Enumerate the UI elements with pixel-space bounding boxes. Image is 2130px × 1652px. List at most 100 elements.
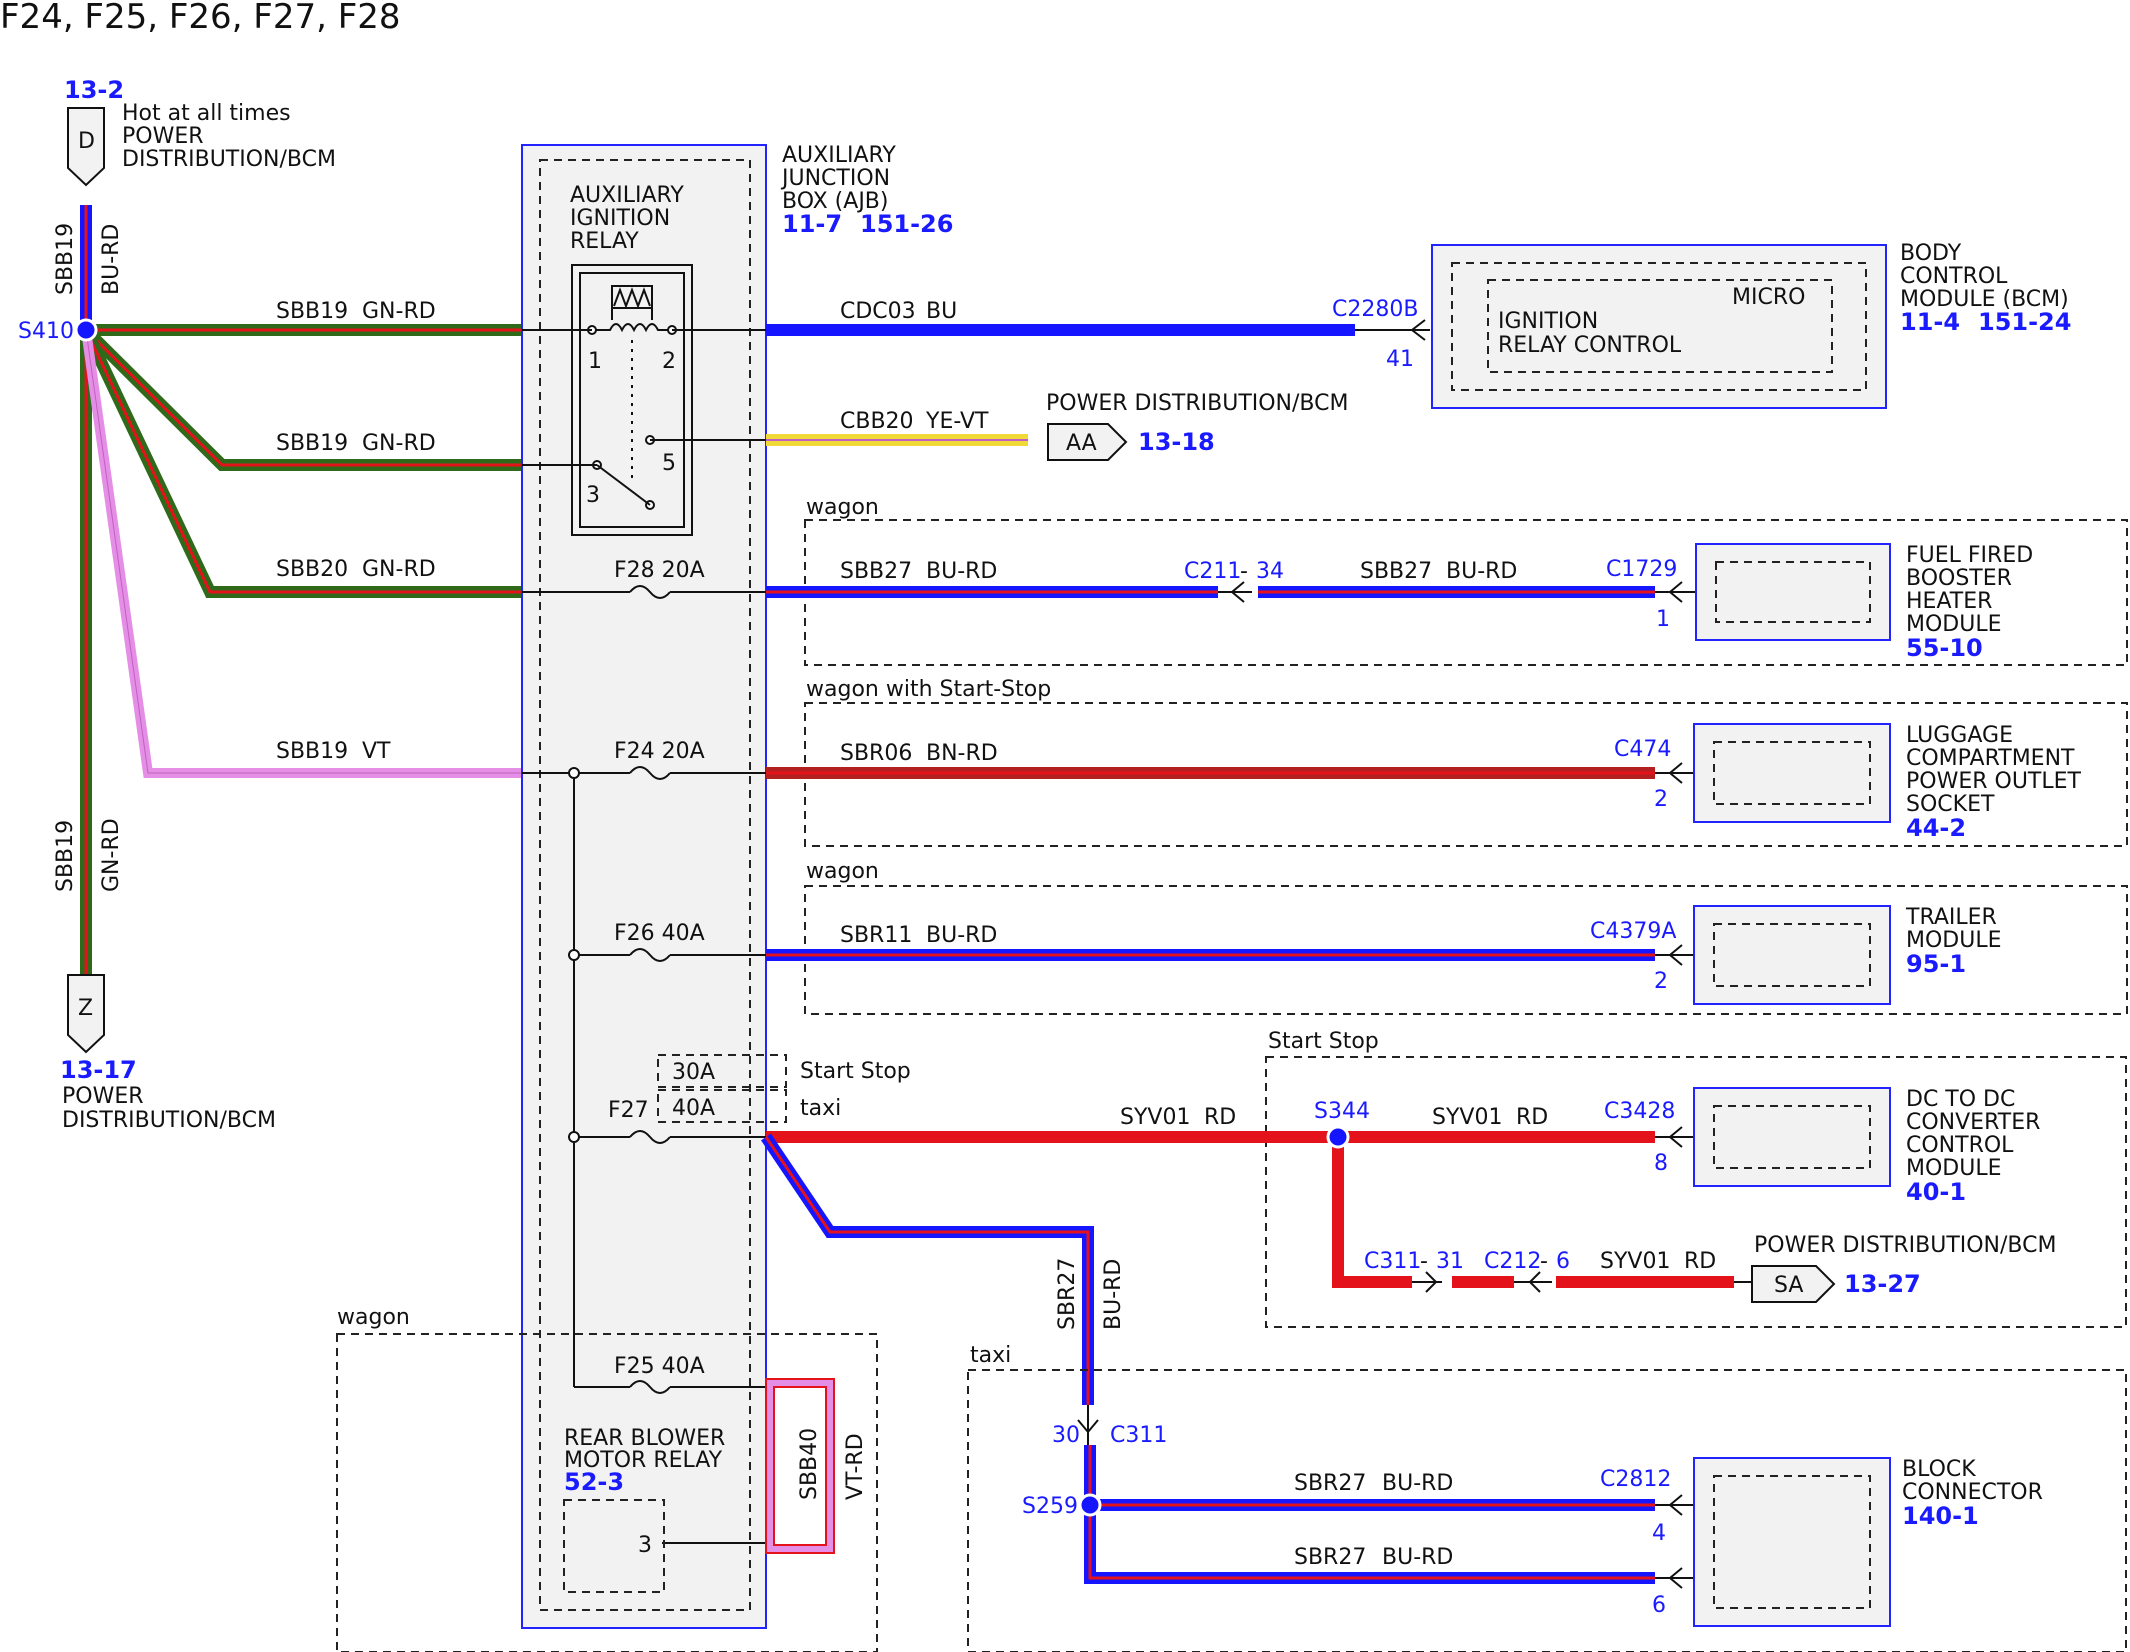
top-connector-shape [67, 107, 105, 187]
taxi-down-wire-circuit: SBR27 [1055, 1258, 1080, 1330]
fuse-f27-b-rating: 40A [672, 1096, 715, 1121]
bcm-box [1431, 244, 1887, 409]
relay-pin-5: 5 [662, 451, 676, 476]
dcdc-wire1-color: RD [1204, 1105, 1236, 1130]
relay-pin-3: 3 [586, 483, 600, 508]
trailer-ref: 95-1 [1906, 950, 1966, 978]
trailer-module-box [1693, 905, 1891, 1005]
c2812-arrow-1 [1668, 1494, 1683, 1516]
taxi-wire2-color: BU-RD [1382, 1545, 1453, 1570]
top-connector-ref: 13-2 [64, 76, 124, 104]
aa-pin: AA [1066, 431, 1097, 456]
left-wire-4-color: VT [362, 739, 391, 764]
fuse-f26-label: F26 40A [614, 921, 705, 946]
bcm-label-3: MODULE (BCM) [1900, 287, 2069, 312]
trailer-group: wagon [806, 859, 879, 884]
wire-bottom-color: GN-RD [99, 818, 124, 892]
wire-bottom-circuit: SBB19 [53, 820, 78, 892]
luggage-wire-color: BN-RD [926, 741, 998, 766]
fuse-f28-label: F28 20A [614, 558, 705, 583]
fuel-fired-label-1: FUEL FIRED [1906, 543, 2033, 568]
ajb-ref-2: 151-26 [860, 210, 953, 238]
luggage-group: wagon with Start-Stop [806, 677, 1051, 702]
trailer-wire-circuit: SBR11 [840, 923, 912, 948]
relay-inner [579, 272, 685, 528]
wire-sbb40-vt-rd [765, 1378, 835, 1554]
fuse-f27-a-rating: 30A [672, 1060, 715, 1085]
rear-blower-group: wagon [337, 1305, 410, 1330]
bcm-ref-2: 151-24 [1978, 308, 2071, 336]
group-taxi [967, 1369, 2127, 1652]
c474-connector: C474 [1614, 737, 1671, 762]
c474-pin: 2 [1654, 787, 1668, 812]
dcdc-wire2-circuit: SYV01 [1432, 1105, 1502, 1130]
bcm-outer-dash [1451, 262, 1867, 391]
c212-connector: C212 [1484, 1249, 1541, 1274]
relay-label-1: AUXILIARY [570, 183, 684, 208]
bcm-label-1: BODY [1900, 241, 1962, 266]
bcm-connector: C2280B [1332, 297, 1418, 322]
fuel-fired-wire2-color: BU-RD [1446, 559, 1517, 584]
taxi-wire2-circuit: SBR27 [1294, 1545, 1366, 1570]
c4379a-pin: 2 [1654, 969, 1668, 994]
block-connector-label-1: BLOCK [1902, 1457, 1976, 1482]
taxi-wire1-circuit: SBR27 [1294, 1471, 1366, 1496]
bcm-inner-1: IGNITION [1498, 309, 1598, 334]
dcdc-label-1: DC TO DC [1906, 1087, 2015, 1112]
bcm-inner-dash [1487, 279, 1833, 373]
rear-blower-label-1: REAR BLOWER [564, 1426, 725, 1451]
luggage-label-4: SOCKET [1906, 792, 1995, 817]
fuel-fired-wire2-circuit: SBB27 [1360, 559, 1432, 584]
fuse-f27-a-note: Start Stop [800, 1059, 911, 1084]
c311-taxi-arrow [1077, 1419, 1099, 1434]
splice-s259-label: S259 [1022, 1494, 1078, 1519]
wire-syv01-rd-branch [1332, 1137, 1412, 1288]
dcdc-label-3: CONTROL [1906, 1133, 2014, 1158]
left-branch-wires [80, 324, 522, 778]
bottom-connector-shape [67, 974, 105, 1054]
rear-blower-wire-circuit: SBB40 [797, 1428, 822, 1500]
c211-connector: C211 [1184, 559, 1241, 584]
dcdc-wire1-circuit: SYV01 [1120, 1105, 1190, 1130]
c474-arrow [1668, 762, 1683, 784]
splice-s410-label: S410 [18, 319, 74, 344]
fuel-fired-label-4: MODULE [1906, 612, 2002, 637]
bcm-pin: 41 [1386, 347, 1414, 372]
block-connector-label-2: CONNECTOR [1902, 1480, 2043, 1505]
c3428-arrow [1668, 1126, 1683, 1148]
dcdc-label-4: MODULE [1906, 1156, 2002, 1181]
relay-label-2: IGNITION [570, 206, 670, 231]
dcdc-wire3-circuit: SYV01 [1600, 1249, 1670, 1274]
bcm-wire-circuit: CDC03 [840, 299, 916, 324]
taxi-group: taxi [970, 1343, 1011, 1368]
fuel-fired-module-box [1695, 543, 1891, 641]
ajb-box [521, 144, 767, 1629]
ajb-inner-dashed [539, 159, 751, 1611]
left-wire-3-color: GN-RD [362, 557, 436, 582]
splice-s410 [74, 318, 98, 342]
wire-sbr27-bu-rd-down [761, 1133, 1094, 1405]
fuel-fired-wire1-color: BU-RD [926, 559, 997, 584]
group-wagon-rear-blower [336, 1333, 878, 1652]
svg-text:-: - [1420, 1249, 1428, 1274]
rear-blower-relay-box [563, 1499, 665, 1593]
left-wire-3-circuit: SBB20 [276, 557, 348, 582]
relay-pin-2: 2 [662, 349, 676, 374]
bottom-connector-ref: 13-17 [60, 1056, 137, 1084]
c1729-arrow [1668, 581, 1683, 603]
fuse-f27-option-a [657, 1054, 787, 1088]
luggage-label-1: LUGGAGE [1906, 723, 2013, 748]
c1729-pin: 1 [1656, 607, 1670, 632]
rear-blower-pin: 3 [638, 1533, 652, 1558]
ajb-label-3: BOX (AJB) [782, 189, 888, 214]
left-wire-1-color: GN-RD [362, 299, 436, 324]
bcm-label-2: CONTROL [1900, 264, 2008, 289]
fuse-f24-label: F24 20A [614, 739, 705, 764]
splice-s344-label: S344 [1314, 1099, 1370, 1124]
left-wire-4-circuit: SBB19 [276, 739, 348, 764]
left-wire-2-color: GN-RD [362, 431, 436, 456]
c1729-connector: C1729 [1606, 557, 1677, 582]
c311-arrow [1425, 1271, 1438, 1293]
dcdc-wire2-color: RD [1516, 1105, 1548, 1130]
